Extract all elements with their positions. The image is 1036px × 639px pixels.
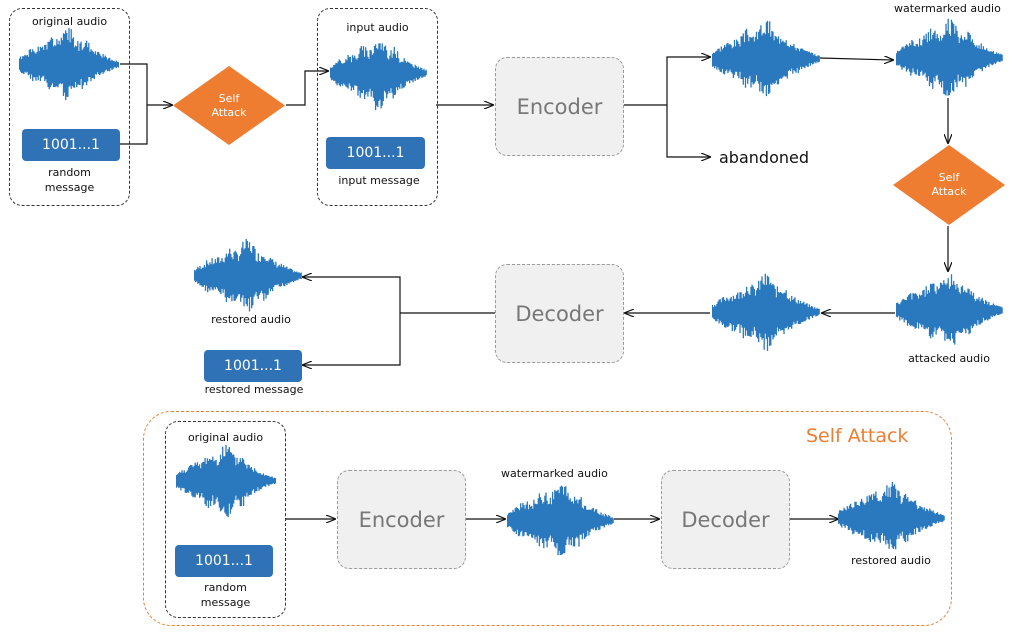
self-attack-diamond-2-label: Self Attack — [931, 171, 967, 198]
panel-restored-audio-label: restored audio — [851, 554, 931, 567]
input-group — [317, 8, 438, 206]
random-message-box: 1001...1 — [22, 129, 120, 161]
encoder-module: Encoder — [495, 57, 624, 156]
decoder-module: Decoder — [495, 264, 624, 363]
arrow-attack-to-input — [286, 71, 328, 106]
waveform-trace — [712, 273, 820, 351]
waveform-trace — [896, 18, 1003, 96]
panel-encoder-module: Encoder — [337, 470, 466, 569]
panel-random-message-label: random message — [200, 581, 251, 609]
original-input-group — [9, 8, 130, 206]
panel-decoder-module: Decoder — [661, 470, 790, 569]
waveform-trace — [19, 28, 119, 101]
watermarked-audio-label: watermarked audio — [894, 2, 1001, 15]
arrow-to-wave — [666, 57, 710, 105]
watermarked-audio-waveform — [896, 18, 1003, 96]
restored-message-label: restored message — [204, 383, 304, 396]
panel-watermarked-audio-label: watermarked audio — [501, 467, 608, 480]
input-audio-waveform — [330, 43, 427, 111]
restored-audio-waveform — [194, 238, 302, 312]
arrow-original-to-attack — [120, 63, 172, 105]
arrow-to-restored-message — [303, 313, 401, 365]
panel-original-group — [165, 421, 286, 618]
self-attack-diamond-2: Self Attack — [892, 144, 1006, 226]
waveform-trace — [896, 274, 1003, 345]
random-message-label: random message — [44, 166, 95, 194]
attacked-audio-label: attacked audio — [908, 352, 990, 365]
encoded-audio-waveform — [712, 20, 820, 97]
waveform-trace — [712, 20, 820, 97]
attacked-audio-waveform-2 — [712, 273, 820, 351]
attacked-audio-waveform — [896, 274, 1003, 345]
panel-restored-audio-waveform — [838, 482, 945, 550]
waveform-trace — [194, 238, 302, 312]
self-attack-panel-title: Self Attack — [806, 425, 909, 447]
waveform-trace — [838, 482, 945, 550]
waveform-trace — [507, 485, 614, 556]
waveform-trace — [330, 43, 427, 111]
panel-random-message-box: 1001...1 — [175, 545, 273, 577]
restored-message-box: 1001...1 — [204, 350, 302, 382]
input-audio-label: input audio — [346, 21, 409, 34]
panel-watermarked-audio-waveform — [507, 485, 614, 556]
input-message-box: 1001...1 — [326, 137, 425, 169]
original-audio-label: original audio — [31, 15, 108, 28]
arrow-to-restored-audio — [303, 277, 401, 313]
panel-original-audio-label: original audio — [187, 431, 264, 444]
arrow-to-abandoned — [666, 105, 710, 157]
restored-audio-label: restored audio — [211, 313, 291, 326]
abandoned-label: abandoned — [719, 148, 809, 167]
original-audio-waveform — [19, 28, 119, 101]
self-attack-diamond: Self Attack — [172, 65, 286, 146]
input-message-label: input message — [338, 174, 420, 187]
self-attack-diamond-label: Self Attack — [211, 91, 247, 119]
waveform-trace — [176, 445, 276, 518]
self-attack-panel — [143, 411, 952, 626]
arrow-to-watermarked — [819, 58, 893, 60]
panel-original-audio-waveform — [176, 445, 276, 518]
